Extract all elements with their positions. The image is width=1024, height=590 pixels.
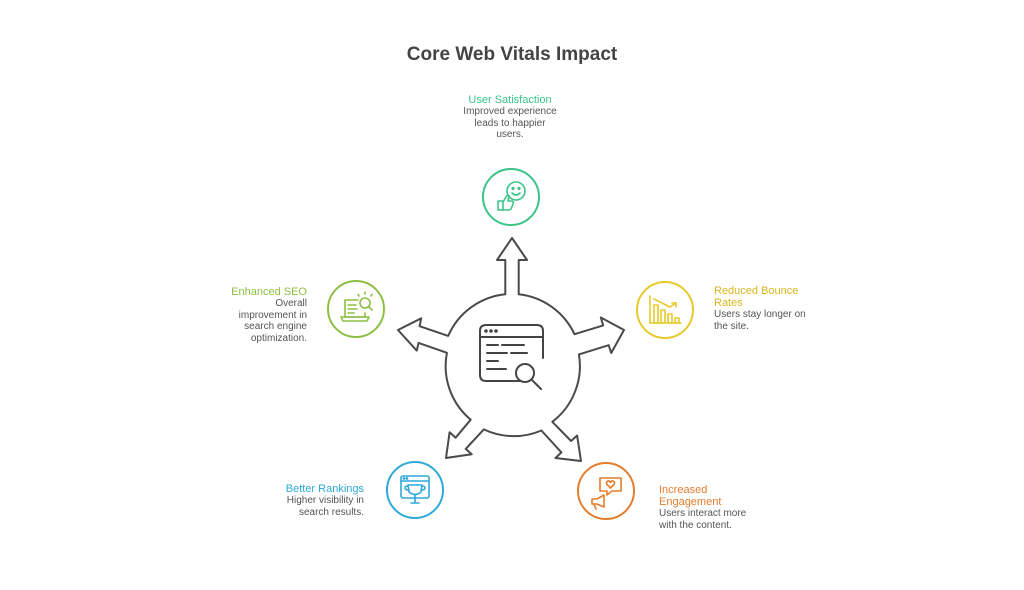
trophy-browser-icon (400, 475, 430, 504)
user-satisfaction-node (482, 168, 540, 226)
heart-chat-megaphone-icon (591, 477, 622, 510)
diagram-title: Core Web Vitals Impact (406, 44, 618, 65)
laptop-magnifier-icon (340, 291, 373, 322)
enhanced-seo-node (327, 280, 385, 338)
reduced-bounce-description: Users stay longer on the site. (714, 309, 806, 332)
enhanced-seo-description: Overall improvement in search engine opt… (238, 298, 307, 344)
reduced-bounce-label: Reduced Bounce Rates Users stay longer o… (714, 285, 814, 332)
user-satisfaction-label: User Satisfaction Improved experience le… (448, 94, 572, 141)
better-rankings-node (386, 461, 444, 519)
reduced-bounce-node (636, 281, 694, 339)
reduced-bounce-title: Reduced Bounce Rates (714, 285, 799, 309)
better-rankings-title: Better Rankings (285, 483, 364, 495)
increased-engagement-label: Increased Engagement Users interact more… (659, 484, 759, 531)
increased-engagement-node (577, 462, 635, 520)
declining-bar-chart-icon (649, 295, 682, 324)
smiling-face-thumbs-up-icon (497, 181, 526, 211)
user-satisfaction-description: Improved experience leads to happier use… (463, 106, 557, 140)
browser-search-icon (479, 324, 544, 390)
better-rankings-description: Higher visibility in search results. (286, 495, 364, 518)
user-satisfaction-title: User Satisfaction (468, 94, 552, 106)
enhanced-seo-label: Enhanced SEO Overall improvement in sear… (200, 286, 307, 344)
hub-with-arrows (397, 237, 625, 462)
better-rankings-label: Better Rankings Higher visibility in sea… (262, 483, 364, 518)
increased-engagement-description: Users interact more with the content. (659, 508, 747, 531)
increased-engagement-title: Increased Engagement (659, 484, 722, 508)
enhanced-seo-title: Enhanced SEO (231, 286, 307, 298)
